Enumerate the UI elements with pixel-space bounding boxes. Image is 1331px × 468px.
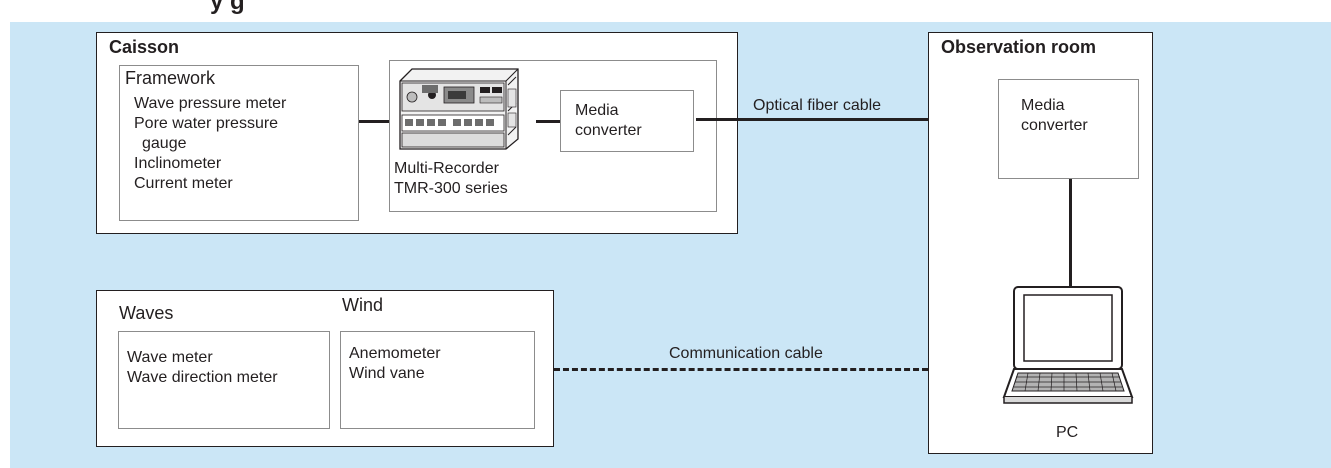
weather-box: Waves Wind Wave meter Wave direction met… [96, 290, 554, 447]
framework-recorder-cable [359, 120, 389, 123]
media-converter-line2: converter [575, 122, 642, 139]
pc-label: PC [1056, 424, 1079, 441]
wind-item: Anemometer [349, 345, 441, 362]
wind-heading: Wind [342, 295, 384, 315]
header-text: y g [210, 0, 245, 15]
waves-item: Wave direction meter [127, 369, 278, 386]
framework-item: Current meter [134, 175, 233, 192]
waves-heading: Waves [119, 303, 174, 323]
communication-cable [554, 368, 928, 371]
recorder-box: Multi-Recorder TMR-300 series Media conv… [389, 60, 717, 212]
wind-box: Anemometer Wind vane [340, 331, 535, 429]
framework-item: gauge [142, 135, 187, 152]
observation-room-box: Observation room Media converter PC [928, 32, 1153, 454]
recorder-converter-cable [536, 120, 560, 123]
framework-heading: Framework [125, 68, 216, 88]
room-media-converter-box: Media converter [998, 79, 1139, 179]
optical-fiber-cable [696, 118, 999, 121]
communication-cable-label: Communication cable [669, 345, 823, 362]
header-strip: y g [0, 0, 1331, 22]
wind-item: Wind vane [349, 365, 425, 382]
caisson-box: Caisson Framework Wave pressure meter Po… [96, 32, 738, 234]
caisson-media-converter-box: Media converter [560, 90, 694, 152]
optical-fiber-cable-label: Optical fiber cable [753, 97, 882, 114]
multi-recorder-device-icon [399, 68, 519, 150]
laptop-pc-icon [1002, 286, 1134, 404]
recorder-label-line1: Multi-Recorder [394, 160, 499, 177]
framework-item: Pore water pressure [134, 115, 279, 132]
media-converter-line2: converter [1021, 117, 1088, 134]
media-converter-line1: Media [575, 102, 619, 119]
waves-item: Wave meter [127, 349, 213, 366]
recorder-label-line2: TMR-300 series [394, 180, 508, 197]
framework-box: Framework Wave pressure meter Pore water… [119, 65, 359, 221]
caisson-title: Caisson [109, 37, 180, 57]
observation-room-title: Observation room [941, 37, 1097, 57]
converter-pc-cable [1069, 179, 1072, 301]
framework-item: Inclinometer [134, 155, 222, 172]
media-converter-line1: Media [1021, 97, 1065, 114]
waves-box: Wave meter Wave direction meter [118, 331, 330, 429]
framework-item: Wave pressure meter [134, 95, 287, 112]
